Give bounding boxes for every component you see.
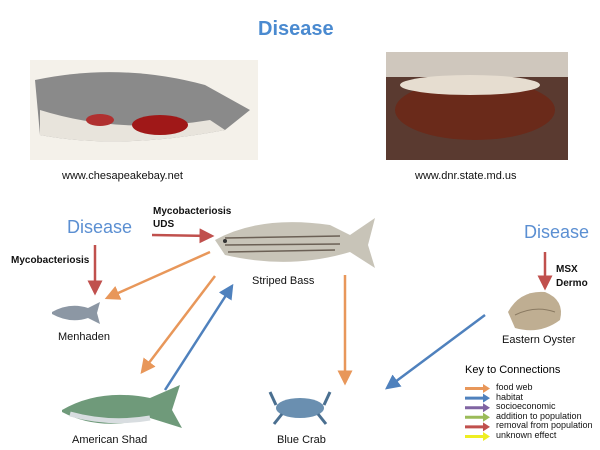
blue-crab-image bbox=[268, 391, 332, 425]
arrow-bass-to-shad bbox=[140, 275, 216, 374]
oyster-disease: Dermo bbox=[556, 278, 588, 289]
connection-arrows bbox=[87, 228, 553, 391]
photo-oyster-tissue bbox=[386, 52, 568, 160]
arrow-disease-to-bass bbox=[151, 228, 215, 244]
key-item-label: removal from population bbox=[496, 420, 593, 431]
photo-caption: www.dnr.state.md.us bbox=[415, 170, 517, 182]
key-item-label: unknown effect bbox=[496, 430, 557, 440]
key-arrow-5 bbox=[465, 432, 490, 441]
photo-striped-bass-lesions bbox=[30, 60, 258, 160]
key-arrow-0 bbox=[465, 384, 490, 393]
page-title: Disease bbox=[258, 18, 334, 40]
menhaden-image bbox=[52, 302, 100, 324]
species-label-striped-bass: Striped Bass bbox=[252, 275, 315, 287]
key-arrow-4 bbox=[465, 422, 490, 432]
key-arrow-3 bbox=[465, 412, 490, 422]
species-label-eastern-oyster: Eastern Oyster bbox=[502, 334, 576, 346]
key-arrows bbox=[465, 384, 490, 441]
species-label-american-shad: American Shad bbox=[72, 434, 148, 446]
key-arrow-1 bbox=[465, 393, 490, 403]
photo-caption: www.chesapeakebay.net bbox=[62, 170, 183, 182]
species-label-menhaden: Menhaden bbox=[58, 331, 110, 343]
disease-label-left: Disease bbox=[67, 217, 133, 237]
key-arrow-2 bbox=[465, 403, 490, 413]
disease-label-right: Disease bbox=[524, 222, 590, 242]
eastern-oyster-image bbox=[508, 291, 561, 331]
key-item-label: socioeconomic bbox=[496, 401, 556, 412]
arrow-shad-to-bass bbox=[163, 283, 234, 391]
arrow-bass-to-menhaden bbox=[104, 250, 211, 300]
menhaden-disease: Mycobacteriosis bbox=[11, 255, 90, 266]
key-item-label: food web bbox=[496, 382, 533, 392]
striped-bass-image bbox=[215, 218, 375, 268]
arrow-oyster-to-crab bbox=[384, 313, 486, 390]
bass-disease: UDS bbox=[153, 219, 175, 230]
species-label-blue-crab: Blue Crab bbox=[277, 434, 326, 446]
oyster-disease: MSX bbox=[556, 264, 578, 275]
key-item-label: addition to population bbox=[496, 410, 582, 421]
american-shad-image bbox=[62, 385, 182, 428]
key-title: Key to Connections bbox=[465, 364, 561, 376]
bass-disease: Mycobacteriosis bbox=[153, 206, 232, 217]
key-item-label: habitat bbox=[496, 391, 524, 402]
